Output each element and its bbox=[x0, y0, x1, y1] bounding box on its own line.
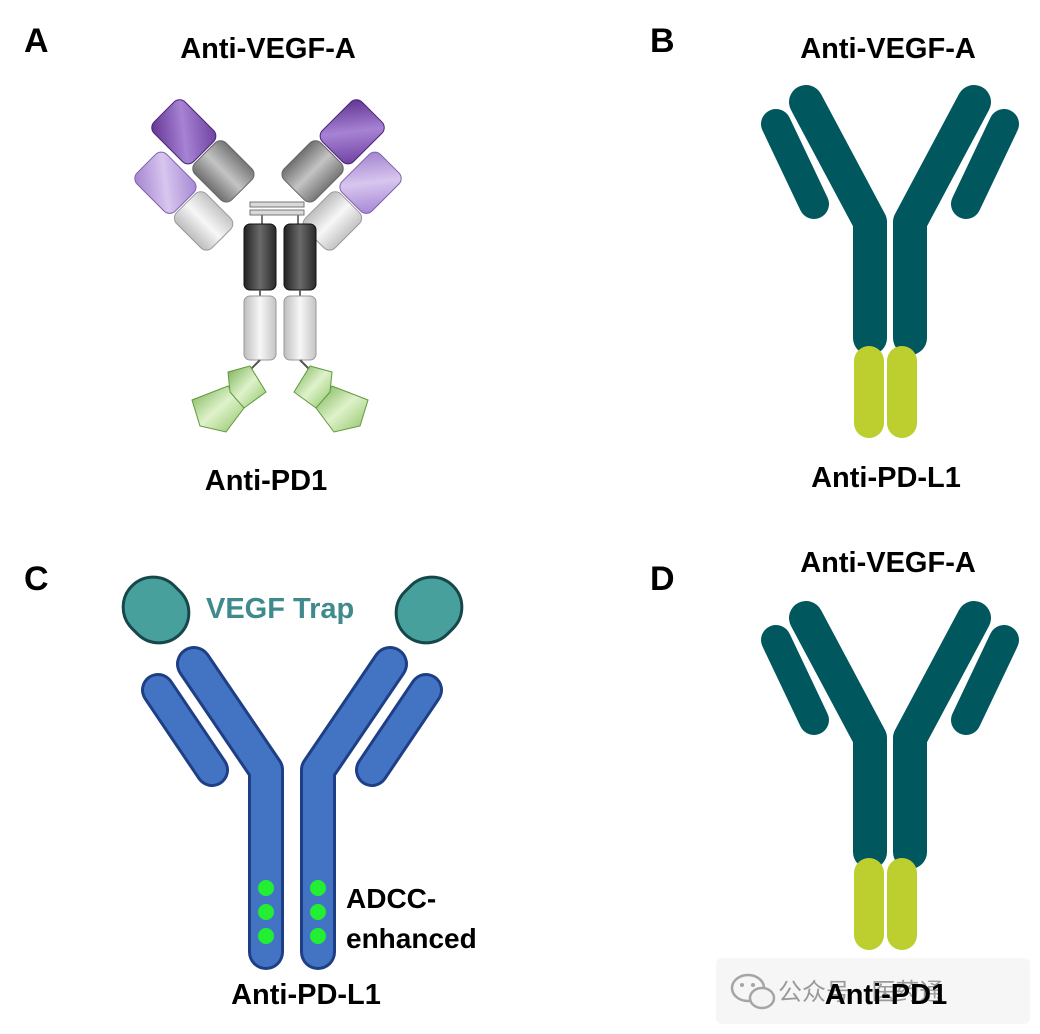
panel-a-right-arm bbox=[281, 99, 402, 251]
panel-c-adcc-dot bbox=[310, 928, 326, 944]
panel-d-left-fc-domain bbox=[854, 858, 884, 950]
panel-a-right-ch2-domain bbox=[283, 223, 317, 291]
watermark-banner bbox=[716, 958, 1030, 1024]
panel-d: D Anti-VEGF-A 公众号 · 医药通 Anti-PD1 bbox=[650, 547, 1030, 1024]
panel-a: A Anti-VEGF-A bbox=[24, 22, 402, 497]
panel-b-antibody bbox=[761, 85, 1019, 438]
panel-c: C VEGF Tr bbox=[24, 560, 477, 1011]
panel-c-right-light-chain bbox=[358, 676, 440, 784]
panel-c-bottom-label: Anti-PD-L1 bbox=[231, 979, 381, 1011]
panel-c-right-vegf-trap bbox=[394, 575, 464, 645]
panel-b-letter: B bbox=[650, 22, 675, 60]
panel-a-hinge bbox=[249, 201, 305, 226]
panel-d-right-heavy-chain bbox=[893, 601, 991, 869]
panel-b-left-fc-domain bbox=[854, 346, 884, 438]
panel-d-right-fc-domain bbox=[887, 858, 917, 950]
panel-a-left-vl-domain bbox=[134, 151, 197, 214]
panel-d-letter: D bbox=[650, 560, 675, 598]
panel-a-antibody-illustration bbox=[134, 99, 402, 433]
panel-c-adcc-dot bbox=[310, 880, 326, 896]
panel-c-adcc-label-line2: enhanced bbox=[346, 923, 477, 954]
panel-a-left-cl-domain bbox=[173, 191, 234, 251]
panel-c-adcc-dot bbox=[258, 880, 274, 896]
panel-b: B Anti-VEGF-A Anti-PD-L1 bbox=[650, 22, 1019, 494]
panel-d-antibody bbox=[761, 601, 1019, 950]
panel-d-left-light-chain bbox=[761, 625, 829, 735]
panel-c-letter: C bbox=[24, 560, 49, 598]
panel-b-right-light-chain bbox=[951, 109, 1019, 219]
panel-a-right-ch3-domain bbox=[283, 295, 317, 361]
panel-b-right-fc-domain bbox=[887, 346, 917, 438]
panel-b-bottom-label: Anti-PD-L1 bbox=[811, 462, 961, 494]
panel-a-right-vh-domain bbox=[319, 99, 385, 165]
panel-a-bottom-label: Anti-PD1 bbox=[205, 465, 327, 497]
watermark-text: 公众号 · 医药通 bbox=[778, 979, 943, 1006]
panel-a-left-vh-domain bbox=[151, 99, 217, 165]
panel-d-left-heavy-chain bbox=[789, 601, 887, 869]
panel-c-adcc-dot bbox=[310, 904, 326, 920]
panel-c-adcc-label-line1: ADCC- bbox=[346, 883, 436, 914]
panel-a-right-ch1-domain bbox=[281, 140, 344, 203]
panel-a-left-arm bbox=[134, 99, 255, 251]
panel-c-antibody bbox=[121, 575, 464, 970]
panel-a-right-scfv bbox=[293, 365, 369, 433]
panel-b-left-heavy-chain bbox=[789, 85, 887, 355]
panel-a-right-vl-domain bbox=[339, 151, 402, 214]
panel-a-left-ch1-domain bbox=[192, 140, 255, 203]
panel-d-top-label: Anti-VEGF-A bbox=[800, 547, 976, 579]
panel-d-bottom-label: Anti-PD1 bbox=[825, 979, 947, 1011]
panel-a-letter: A bbox=[24, 22, 49, 60]
panel-c-trap-label: VEGF Trap bbox=[206, 593, 354, 625]
wechat-icon bbox=[730, 973, 776, 1010]
panel-a-left-scfv bbox=[191, 365, 267, 433]
panel-b-right-heavy-chain bbox=[893, 85, 991, 355]
panel-d-right-light-chain bbox=[951, 625, 1019, 735]
panel-a-left-ch2-domain bbox=[243, 223, 277, 291]
panel-c-adcc-dot bbox=[258, 928, 274, 944]
panel-c-left-light-chain bbox=[144, 676, 226, 784]
panel-c-adcc-dot bbox=[258, 904, 274, 920]
panel-b-left-light-chain bbox=[761, 109, 829, 219]
panel-a-top-label: Anti-VEGF-A bbox=[180, 33, 356, 65]
panel-a-left-ch3-domain bbox=[243, 295, 277, 361]
panel-c-left-vegf-trap bbox=[121, 575, 191, 645]
panel-b-top-label: Anti-VEGF-A bbox=[800, 33, 976, 65]
